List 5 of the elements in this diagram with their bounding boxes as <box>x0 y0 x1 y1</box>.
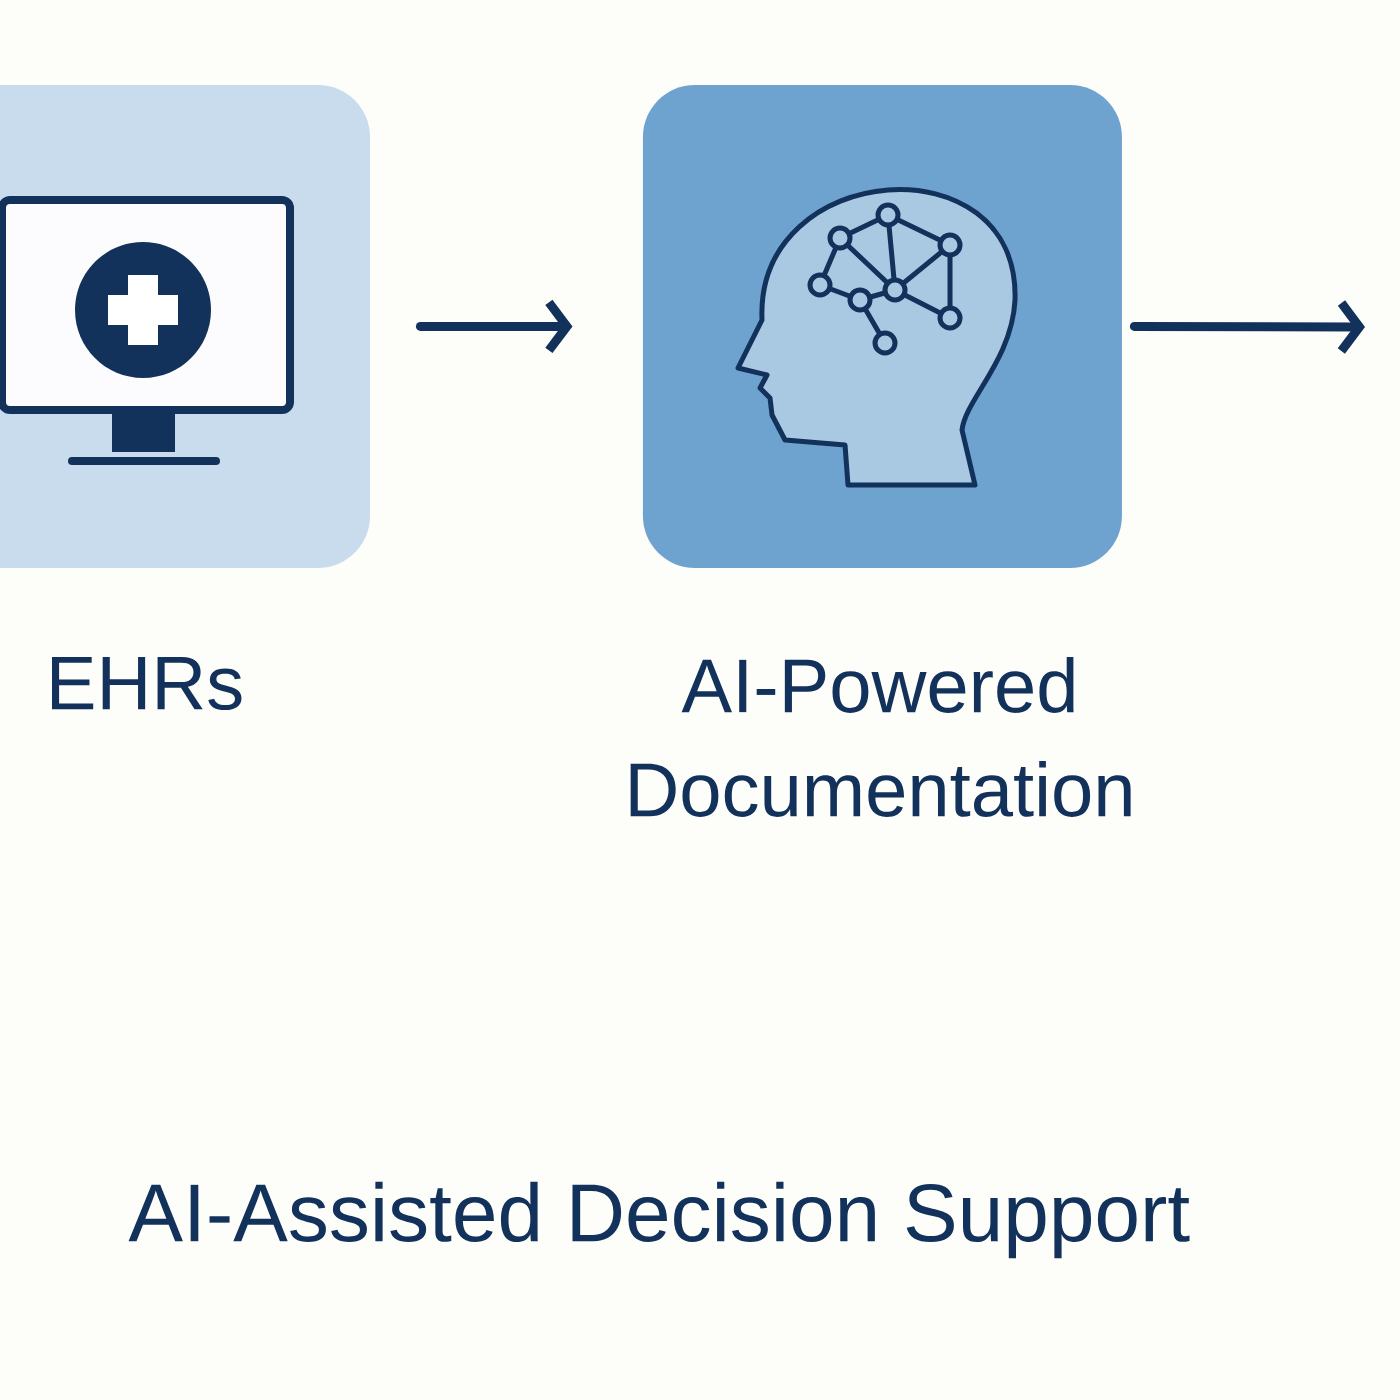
arrow <box>415 299 573 354</box>
arrow <box>1129 300 1366 354</box>
node-label: AI-Powered Documentation <box>630 657 1131 817</box>
node-label: EHRs <box>52 657 242 711</box>
caption-text: AI-Assisted Decision Support <box>128 1181 1190 1259</box>
